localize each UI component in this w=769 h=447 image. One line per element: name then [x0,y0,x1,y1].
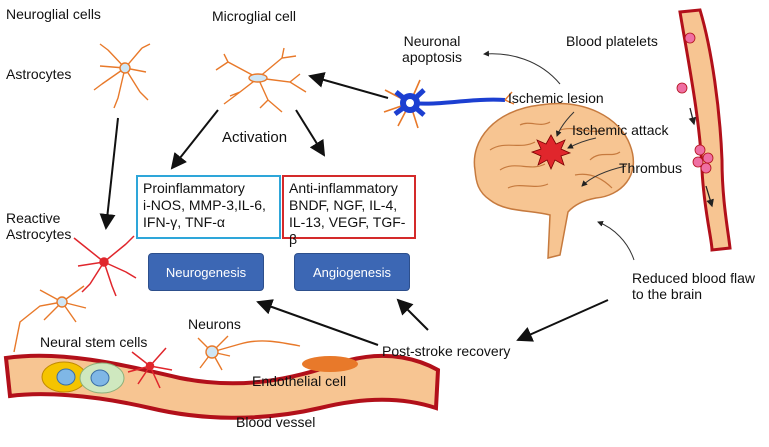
neural-stem-cells-label: Neural stem cells [40,334,148,350]
lesion-icon [530,134,572,170]
anti-inflammatory-line2: IL-13, VEGF, TGF-β [289,214,406,247]
proinflammatory-line2: IFN-γ, TNF-α [143,214,225,230]
microglial-cell-label: Microglial cell [212,8,297,24]
reactive-astrocyte-icon [73,235,137,297]
thrombus-vessel-icon [676,8,732,252]
blood-platelets-label: Blood platelets [566,33,658,49]
reactive-astrocytes-label: Reactive Astrocytes [6,210,72,243]
ischemic-lesion-label: Ischemic lesion [508,90,604,106]
anti-inflammatory-title: Anti-inflammatory [289,180,398,196]
endothelial-cell-label: Endothelial cell [252,373,347,389]
angiogenesis-box: Angiogenesis [294,253,410,291]
vessel-astrocyte-icon [13,285,87,353]
astrocyte-icon [93,43,151,109]
blood-vessel-icon [3,353,441,420]
activation-label: Activation [222,129,288,146]
neuron-icon [197,335,301,371]
endothelial-cell-icon [302,356,358,372]
neuroglial-cells-label: Neuroglial cells [6,6,101,22]
arrows [99,72,609,346]
anti-inflammatory-box: Anti-inflammatory BNDF, NGF, IL-4, IL-13… [282,175,416,247]
brain-icon [473,102,635,259]
proinflammatory-line1: i-NOS, MMP-3,IL-6, [143,197,266,213]
thin-arrows [483,50,635,261]
microglial-cell-icon [215,47,307,113]
blood-vessel-label: Blood vessel [236,414,316,430]
astrocytes-label: Astrocytes [6,66,72,82]
post-stroke-recovery-label: Post-stroke recovery [382,343,511,359]
reduced-blood-flow-label: Reduced blood flaw to the brain [632,270,755,303]
proinflammatory-box: Proinflammatory i-NOS, MMP-3,IL-6, IFN-γ… [136,175,281,239]
neuron-icon [127,347,173,389]
proinflammatory-title: Proinflammatory [143,180,245,196]
thrombus-label: Thrombus [619,160,683,176]
neuronal-apoptosis-label: Neuronal apoptosis [402,33,462,66]
neurons-label: Neurons [188,316,241,332]
anti-inflammatory-line1: BNDF, NGF, IL-4, [289,197,398,213]
ischemic-attack-label: Ischemic attack [572,122,669,138]
neurogenesis-box: Neurogenesis [148,253,264,291]
apoptotic-neuron-icon [383,79,515,129]
